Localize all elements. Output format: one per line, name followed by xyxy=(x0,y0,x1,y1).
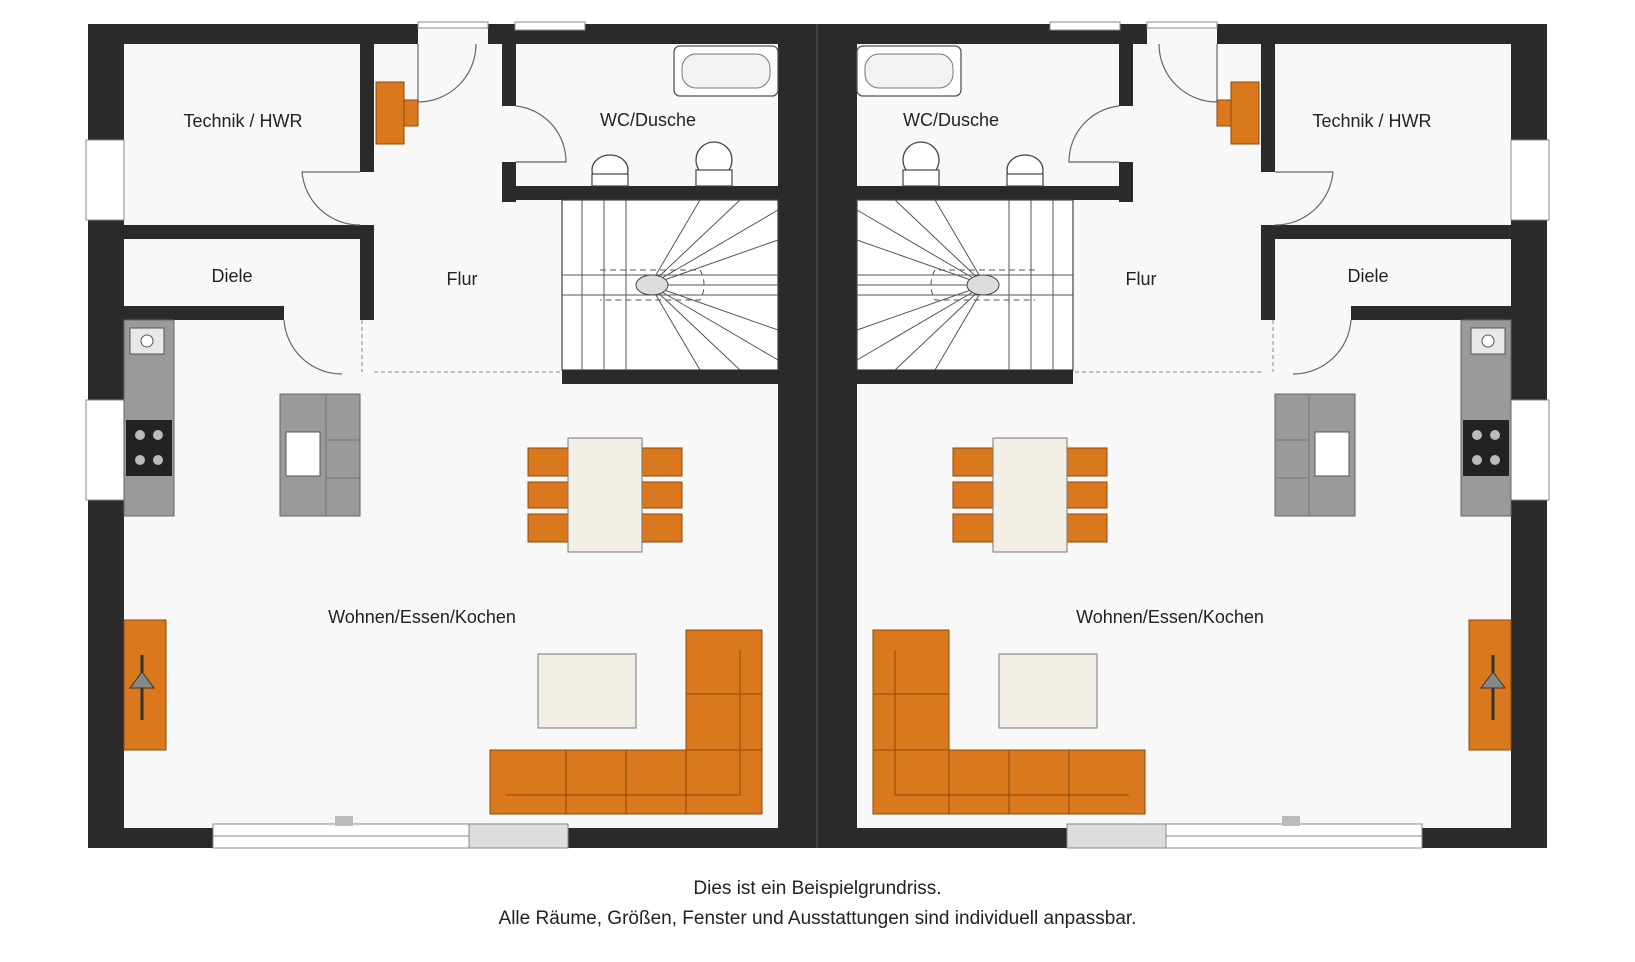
room-label-technik-left: Technik / HWR xyxy=(183,111,302,131)
room-label-wohnen-left: Wohnen/Essen/Kochen xyxy=(328,607,516,627)
room-label-diele-left: Diele xyxy=(211,266,252,286)
room-label-wohnen-right: Wohnen/Essen/Kochen xyxy=(1076,607,1264,627)
room-label-technik-right: Technik / HWR xyxy=(1312,111,1431,131)
room-label-flur-left: Flur xyxy=(447,269,478,289)
room-label-wc-right: WC/Dusche xyxy=(903,110,999,130)
caption-line-1: Dies ist ein Beispielgrundriss. xyxy=(693,878,942,899)
left-unit xyxy=(84,20,810,850)
room-label-diele-right: Diele xyxy=(1347,266,1388,286)
room-label-flur-right: Flur xyxy=(1126,269,1157,289)
right-unit xyxy=(825,20,1551,850)
room-label-wc-left: WC/Dusche xyxy=(600,110,696,130)
caption-line-2: Alle Räume, Größen, Fenster und Ausstatt… xyxy=(498,908,1137,929)
